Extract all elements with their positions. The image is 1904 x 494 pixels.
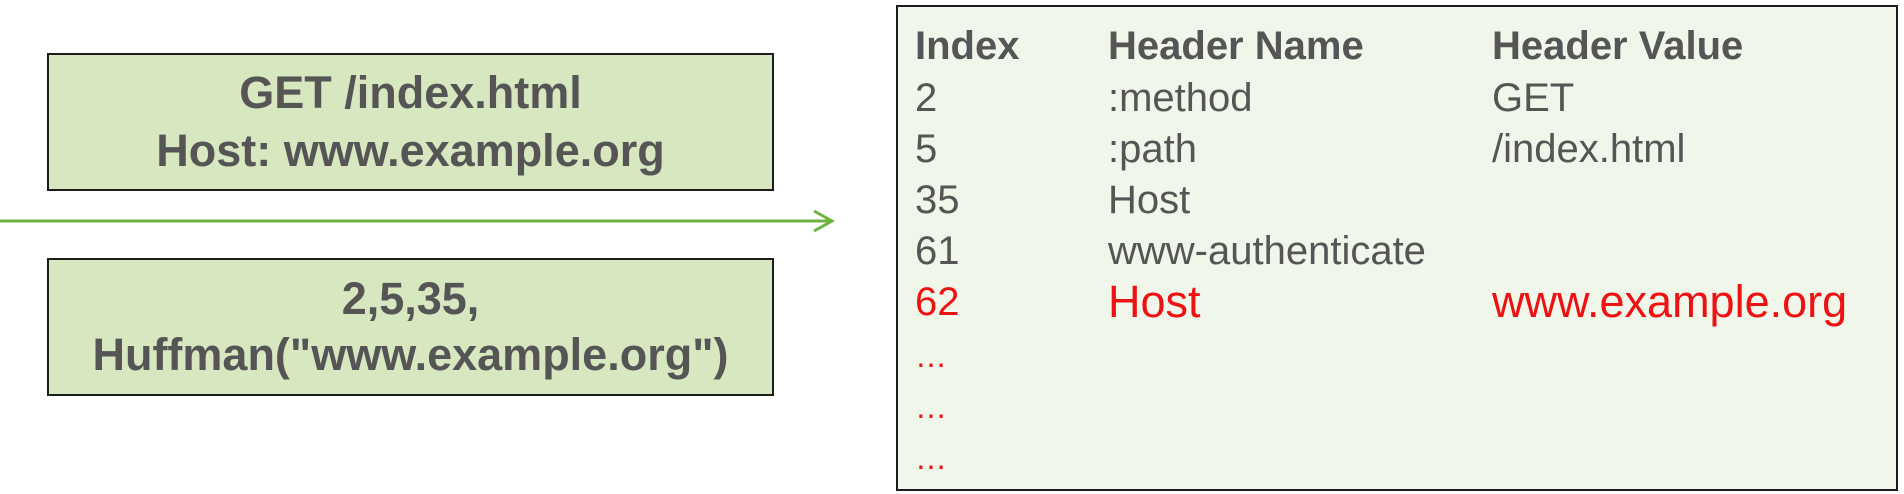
ellipsis-row: …: [898, 432, 1896, 484]
header-name-cell: Host: [1108, 276, 1201, 327]
index-list-line: 2,5,35,: [341, 273, 480, 324]
table-row: 61 www-authenticate: [898, 225, 1896, 277]
table-row: 2 :method GET: [898, 72, 1896, 124]
table-header-row: Index Header Name Header Value: [898, 20, 1896, 72]
column-header-index: Index: [915, 24, 1020, 68]
column-header-value: Header Value: [1492, 24, 1744, 68]
table-row-new-entry: 62 Host www.example.org: [898, 276, 1896, 328]
index-cell: 62: [915, 280, 960, 324]
arrow-right-icon: [0, 209, 836, 233]
host-line: Host: www.example.org: [156, 125, 665, 176]
ellipsis-row: …: [898, 330, 1896, 382]
column-header-name: Header Name: [1108, 24, 1364, 68]
table-row: 5 :path /index.html: [898, 123, 1896, 175]
header-name-cell: :path: [1108, 127, 1197, 171]
ellipsis: …: [915, 389, 947, 425]
ellipsis: …: [915, 440, 947, 476]
ellipsis: …: [915, 338, 947, 374]
request-line: GET /index.html: [239, 67, 582, 118]
index-cell: 2: [915, 76, 938, 120]
header-value-cell: www.example.org: [1492, 276, 1848, 327]
table-row: 35 Host: [898, 174, 1896, 226]
encoded-headers-box: 2,5,35, Huffman("www.example.org"): [47, 258, 774, 396]
header-name-cell: www-authenticate: [1108, 229, 1426, 273]
header-name-cell: Host: [1108, 178, 1191, 222]
index-cell: 35: [915, 178, 960, 222]
huffman-line: Huffman("www.example.org"): [92, 329, 729, 380]
header-name-cell: :method: [1108, 76, 1253, 120]
header-table: Index Header Name Header Value 2 :method…: [896, 5, 1898, 491]
header-value-cell: GET: [1492, 76, 1575, 120]
index-cell: 61: [915, 229, 960, 273]
request-headers-box: GET /index.html Host: www.example.org: [47, 53, 774, 191]
header-value-cell: /index.html: [1492, 127, 1686, 171]
ellipsis-row: …: [898, 381, 1896, 433]
index-cell: 5: [915, 127, 938, 171]
